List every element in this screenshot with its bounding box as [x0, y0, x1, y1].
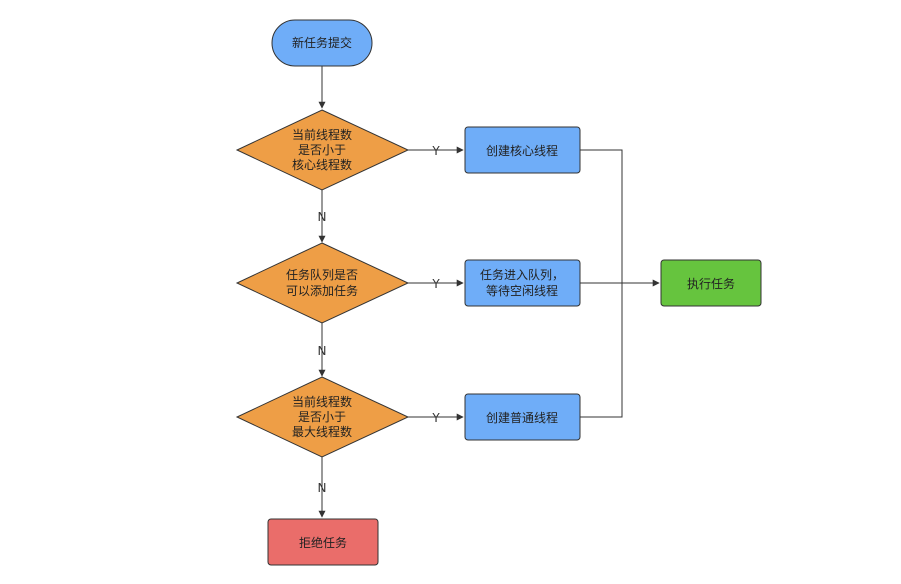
node-enqueue: 任务进入队列， 等待空闲线程 [464, 259, 581, 307]
node-decision-max: 当前线程数 是否小于 最大线程数 [235, 376, 410, 458]
create-normal-label: 创建普通线程 [486, 410, 558, 425]
label-max-no: N [318, 481, 327, 495]
label-queue-no: N [318, 344, 327, 358]
execute-label: 执行任务 [687, 276, 735, 291]
decision-max-line-1: 当前线程数 [292, 394, 352, 409]
decision-queue-shape [235, 242, 410, 324]
decision-core-line-2: 是否小于 [298, 143, 346, 157]
enqueue-line-1: 任务进入队列， [480, 267, 564, 282]
create-core-shape [464, 126, 581, 174]
decision-max-line-3: 最大线程数 [292, 424, 352, 439]
create-normal-shape [464, 393, 581, 441]
node-execute: 执行任务 [660, 259, 762, 307]
label-core-yes: Y [431, 144, 440, 158]
decision-queue-line-1: 任务队列是否 [286, 267, 358, 282]
enqueue-line-2: 等待空闲线程 [486, 283, 558, 298]
node-decision-queue: 任务队列是否 可以添加任务 [235, 242, 410, 324]
decision-max-line-2: 是否小于 [298, 410, 346, 424]
connectors [318, 66, 660, 518]
execute-shape [660, 259, 762, 307]
decision-core-line-1: 当前线程数 [292, 127, 352, 142]
node-start-label: 新任务提交 [292, 35, 352, 50]
label-max-yes: Y [431, 411, 440, 425]
create-core-label: 创建核心线程 [486, 143, 558, 158]
node-create-normal: 创建普通线程 [464, 393, 581, 441]
node-create-core: 创建核心线程 [464, 126, 581, 174]
label-queue-yes: Y [431, 277, 440, 291]
decision-core-line-3: 核心线程数 [292, 157, 352, 172]
node-decision-core: 当前线程数 是否小于 核心线程数 [235, 109, 410, 191]
label-core-no: N [318, 210, 327, 224]
reject-label: 拒绝任务 [299, 535, 347, 550]
edge-normal-thread-to-execute [580, 283, 623, 418]
decision-max-shape [235, 376, 410, 458]
enqueue-shape [464, 259, 581, 307]
node-start: 新任务提交 [271, 19, 373, 67]
decision-core-shape [235, 109, 410, 191]
edge-core-thread-to-execute [580, 149, 623, 283]
node-reject: 拒绝任务 [267, 518, 379, 566]
decision-queue-line-2: 可以添加任务 [286, 283, 358, 298]
reject-shape [267, 518, 379, 566]
node-start-shape [271, 19, 373, 67]
edge-labels: Y N Y N Y N [318, 144, 441, 495]
